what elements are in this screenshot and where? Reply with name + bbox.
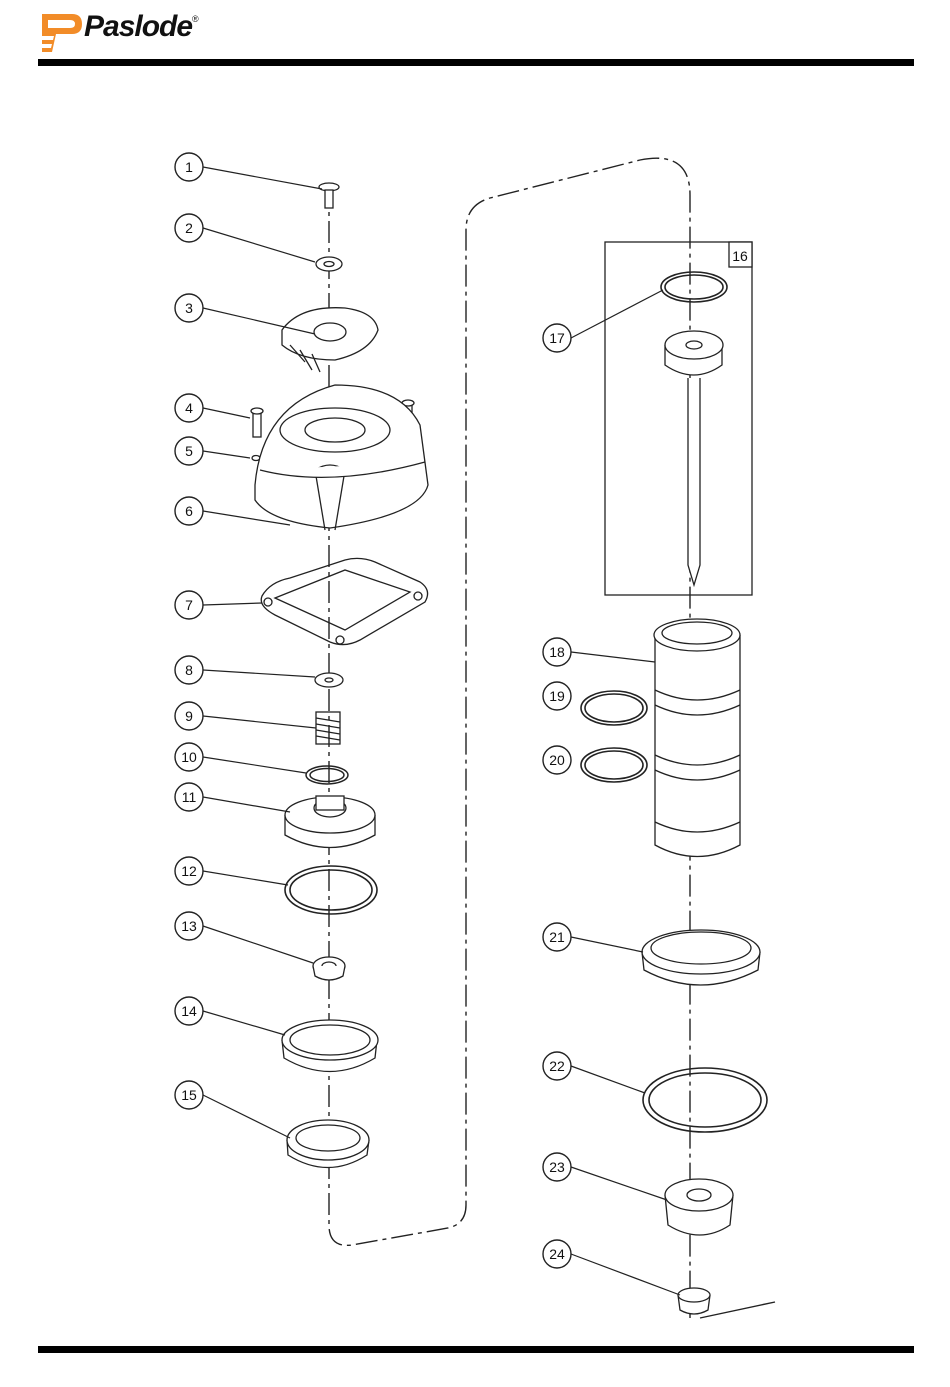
callout-label: 10 xyxy=(181,749,197,765)
leader-line xyxy=(203,167,322,189)
callout-11: 11 xyxy=(175,783,290,812)
leader-line xyxy=(571,1167,667,1200)
leader-line xyxy=(571,937,643,952)
callout-19: 19 xyxy=(543,682,571,710)
callout-label: 13 xyxy=(181,918,197,934)
callout-label: 22 xyxy=(549,1058,565,1074)
callout-20: 20 xyxy=(543,746,571,774)
callout-label: 16 xyxy=(732,248,748,264)
callout-label: 5 xyxy=(185,443,193,459)
callout-label: 6 xyxy=(185,503,193,519)
part-8-seal xyxy=(315,673,343,687)
callout-label: 18 xyxy=(549,644,565,660)
callout-18: 18 xyxy=(543,638,655,666)
callout-10: 10 xyxy=(175,743,306,773)
callout-label: 7 xyxy=(185,597,193,613)
callout-label: 15 xyxy=(181,1087,197,1103)
leader-line xyxy=(203,1011,285,1035)
callout-2: 2 xyxy=(175,214,315,262)
callout-label: 17 xyxy=(549,330,565,346)
callout-label: 20 xyxy=(549,752,565,768)
part-12-o-ring xyxy=(285,866,377,914)
bottom-axis-tail xyxy=(700,1302,775,1318)
part-13-valve-seat xyxy=(313,957,345,980)
piston-driver xyxy=(665,331,723,585)
callout-15: 15 xyxy=(175,1081,290,1138)
callout-1: 1 xyxy=(175,153,322,189)
part-22-o-ring xyxy=(643,1068,767,1132)
part-24-plug xyxy=(678,1288,710,1314)
part-19-o-ring xyxy=(581,691,647,725)
callout-8: 8 xyxy=(175,656,315,684)
leader-line xyxy=(571,1066,645,1093)
leader-line xyxy=(203,228,315,262)
leader-line xyxy=(571,652,655,662)
part-21-cylinder-seal xyxy=(642,930,760,985)
callout-label: 12 xyxy=(181,863,197,879)
callout-label: 2 xyxy=(185,220,193,236)
callout-14: 14 xyxy=(175,997,285,1035)
part-14-ring xyxy=(282,1020,378,1072)
callout-22: 22 xyxy=(543,1052,645,1093)
part-6-cylinder-cap xyxy=(255,385,428,530)
callout-7: 7 xyxy=(175,591,262,619)
part-2-washer xyxy=(316,257,342,271)
callout-label: 9 xyxy=(185,708,193,724)
callout-13: 13 xyxy=(175,912,313,963)
callout-label: 4 xyxy=(185,400,193,416)
leader-line xyxy=(203,1095,290,1138)
callout-23: 23 xyxy=(543,1153,667,1200)
callout-label: 8 xyxy=(185,662,193,678)
callout-label: 21 xyxy=(549,929,565,945)
callout-5: 5 xyxy=(175,437,250,465)
leader-line xyxy=(203,716,316,728)
callout-9: 9 xyxy=(175,702,316,730)
leader-line xyxy=(571,1254,680,1295)
part-1-screw xyxy=(319,183,339,208)
callout-21: 21 xyxy=(543,923,643,952)
callout-label: 23 xyxy=(549,1159,565,1175)
leader-line xyxy=(203,451,250,458)
leader-line xyxy=(203,603,262,605)
part-15-bumper xyxy=(287,1120,369,1168)
leader-line xyxy=(571,290,663,338)
part-20-o-ring xyxy=(581,748,647,782)
callout-label: 24 xyxy=(549,1246,565,1262)
callout-16: 16 xyxy=(732,248,748,264)
part-23-seat xyxy=(665,1179,733,1235)
part-16-piston-driver-assembly-box xyxy=(605,242,752,595)
leader-line xyxy=(203,408,250,418)
leader-line xyxy=(203,926,313,963)
footer-divider xyxy=(38,1346,914,1353)
callout-4: 4 xyxy=(175,394,250,422)
callout-label: 11 xyxy=(182,789,197,805)
part-17-o-ring xyxy=(661,272,727,302)
leader-line xyxy=(203,871,288,885)
callout-label: 19 xyxy=(549,688,565,704)
part-11-valve xyxy=(285,796,375,848)
part-7-gasket xyxy=(261,558,427,644)
part-10-o-ring xyxy=(306,766,348,784)
callout-label: 1 xyxy=(185,159,193,175)
leader-line xyxy=(203,797,290,812)
part-9-spring xyxy=(316,712,340,744)
callout-12: 12 xyxy=(175,857,288,885)
callout-label: 14 xyxy=(181,1003,197,1019)
callout-24: 24 xyxy=(543,1240,680,1295)
left-assembly-axis xyxy=(329,158,690,1318)
part-3-cap-plate xyxy=(282,308,378,372)
leader-line xyxy=(203,757,306,773)
callout-label: 3 xyxy=(185,300,193,316)
leader-line xyxy=(203,670,315,677)
part-18-cylinder xyxy=(654,619,740,857)
callout-17: 17 xyxy=(543,290,663,352)
